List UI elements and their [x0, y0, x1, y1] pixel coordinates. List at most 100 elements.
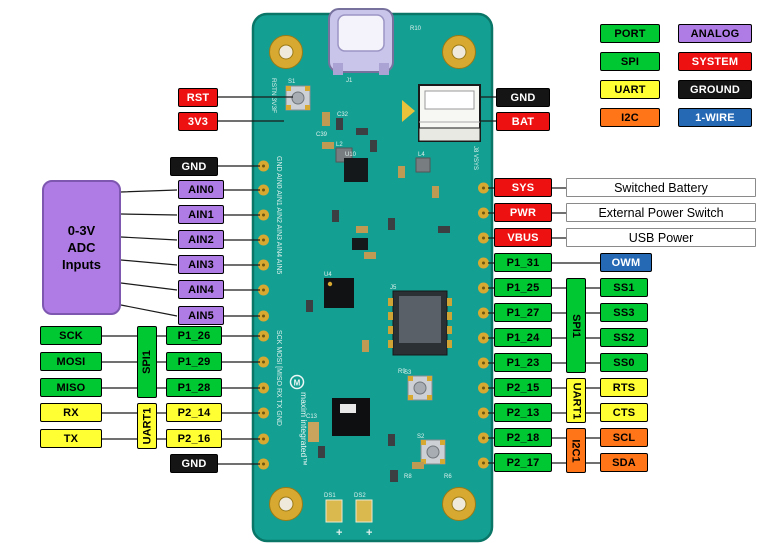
- legend-item-uart: UART: [600, 80, 660, 99]
- signal-label-rts: RTS: [600, 378, 648, 397]
- pin-label-ain2: AIN2: [178, 230, 224, 249]
- ref-r10: R10: [410, 26, 422, 32]
- pin-label-p1-28: P1_28: [166, 378, 222, 397]
- signal-label-ss0: SS0: [600, 353, 648, 372]
- legend-item-port: PORT: [600, 24, 660, 43]
- maxim-logo-icon: [289, 374, 305, 390]
- ic-a1: [332, 398, 370, 436]
- pin-label-p1-24: P1_24: [494, 328, 552, 347]
- bus-label-spi1-right: SPI1: [566, 278, 586, 373]
- usb-connector: [328, 8, 394, 75]
- battery-connector: [402, 84, 481, 142]
- desc-switched-battery: Switched Battery: [566, 178, 756, 197]
- pin-label-vbus: VBUS: [494, 228, 552, 247]
- pin-label-gnd-right: GND: [496, 88, 550, 107]
- ref-ds2: DS2: [354, 493, 366, 499]
- pin-label-pwr: PWR: [494, 203, 552, 222]
- legend-item-system: SYSTEM: [678, 52, 752, 71]
- signal-label-sck: SCK: [40, 326, 102, 345]
- ref-l2: L2: [336, 142, 343, 148]
- ref-s2: S2: [417, 434, 425, 440]
- maxim-brand: M maxim integrated™: [289, 374, 309, 466]
- ref-c39: C39: [316, 132, 328, 138]
- maxim-logo-letter: M: [294, 379, 301, 388]
- pin-label-ain1: AIN1: [178, 205, 224, 224]
- signal-label-ss1: SS1: [600, 278, 648, 297]
- ref-j5: J5: [390, 285, 397, 291]
- ref-l4: L4: [418, 152, 425, 158]
- signal-label-ss3: SS3: [600, 303, 648, 322]
- silk-left-mid: GND AIN0 AIN1 AIN2 AIN3 AIN4 AIN5: [275, 156, 282, 274]
- button-s2: [420, 439, 446, 465]
- pin-label-ain0: AIN0: [178, 180, 224, 199]
- pin-label-ain5: AIN5: [178, 306, 224, 325]
- adc-inputs-block: 0-3V ADC Inputs: [42, 180, 121, 315]
- button-s1: [285, 85, 311, 111]
- bus-label-uart1-right: UART1: [566, 378, 586, 423]
- pin-label-p2-16: P2_16: [166, 429, 222, 448]
- ref-j1: J1: [346, 78, 353, 84]
- signal-label-tx: TX: [40, 429, 102, 448]
- pin-label-ain4: AIN4: [178, 280, 224, 299]
- pin-label-gnd-top: GND: [170, 157, 218, 176]
- ref-j8: J8 VSYS: [472, 146, 478, 170]
- pin-label-p1-25: P1_25: [494, 278, 552, 297]
- adc-line-3: Inputs: [62, 257, 101, 272]
- polarity-arrow-icon: [402, 100, 415, 122]
- inductor-l4: [415, 157, 431, 173]
- pin-label-p2-14: P2_14: [166, 403, 222, 422]
- desc-external-power-switch: External Power Switch: [566, 203, 756, 222]
- button-s3: [407, 375, 433, 401]
- ref-c13: C13: [306, 414, 318, 420]
- ic-chips: [308, 147, 452, 523]
- pin-holes-right: [478, 182, 489, 469]
- legend-item-analog: ANALOG: [678, 24, 752, 43]
- pin-label-ain3: AIN3: [178, 255, 224, 274]
- silk-left-low: SCK MOSI [MISO RX TX GND: [275, 330, 282, 426]
- ref-s1: S1: [288, 79, 296, 85]
- pin-label-p2-17: P2_17: [494, 453, 552, 472]
- pin-label-sys: SYS: [494, 178, 552, 197]
- pin-label-bat: BAT: [496, 112, 550, 131]
- bus-label-i2c1: I2C1: [566, 428, 586, 473]
- legend-item-spi: SPI: [600, 52, 660, 71]
- signal-label-owm: OWM: [600, 253, 652, 272]
- signal-label-sda: SDA: [600, 453, 648, 472]
- signal-label-mosi: MOSI: [40, 352, 102, 371]
- plus-mark-2: +: [366, 527, 372, 539]
- legend-item-ground: GROUND: [678, 80, 752, 99]
- led-ds2: [355, 499, 373, 523]
- signal-label-rx: RX: [40, 403, 102, 422]
- plus-mark-1: +: [336, 527, 342, 539]
- bus-label-uart1-left: UART1: [137, 403, 157, 449]
- desc-usb-power: USB Power: [566, 228, 756, 247]
- pcb-board: RSTN 3V3F GND AIN0 AIN1 AIN2 AIN3 AIN4 A…: [251, 8, 494, 543]
- legend-item-i2c: I2C: [600, 108, 660, 127]
- ref-u10: U10: [345, 152, 357, 158]
- ref-c32: C32: [337, 112, 349, 118]
- signal-label-cts: CTS: [600, 403, 648, 422]
- connector-lines: [102, 96, 600, 465]
- ref-ds1: DS1: [324, 493, 336, 499]
- pin-label-p2-15: P2_15: [494, 378, 552, 397]
- pin-label-p1-31: P1_31: [494, 253, 552, 272]
- silk-top-left: RSTN 3V3F: [270, 78, 277, 113]
- bus-label-spi1-left: SPI1: [137, 326, 157, 398]
- adc-line-1: 0-3V: [67, 223, 96, 238]
- adc-line-2: ADC: [67, 240, 96, 255]
- signal-label-miso: MISO: [40, 378, 102, 397]
- pin-label-p1-26: P1_26: [166, 326, 222, 345]
- silkscreen-text: RSTN 3V3F GND AIN0 AIN1 AIN2 AIN3 AIN4 A…: [270, 26, 478, 539]
- led-ds1: [325, 499, 343, 523]
- brand-text: maxim integrated™: [299, 392, 309, 466]
- pin-label-p1-27: P1_27: [494, 303, 552, 322]
- ref-r8: R8: [404, 474, 412, 480]
- pin-label-rst: RST: [178, 88, 218, 107]
- module-j5: [388, 290, 452, 356]
- mounting-holes: [269, 35, 476, 521]
- passive-components: [306, 112, 450, 482]
- ref-r6: R6: [444, 474, 452, 480]
- pin-label-p1-29: P1_29: [166, 352, 222, 371]
- ref-u4: U4: [324, 272, 332, 278]
